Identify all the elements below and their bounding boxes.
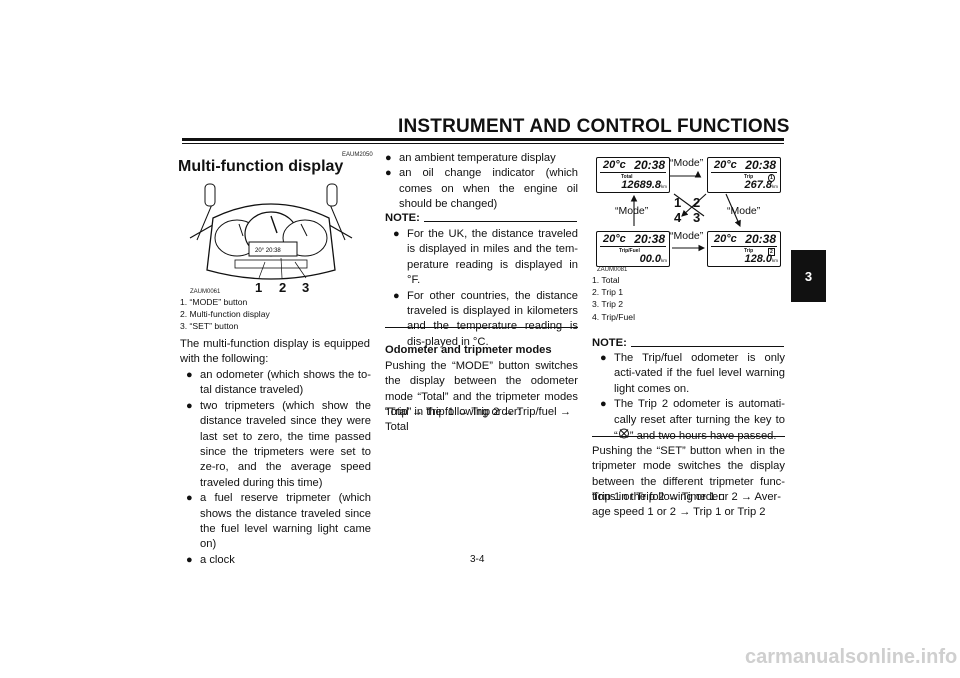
feature-list-continued: ●an ambient temperature display ●an oil … [385,151,578,213]
page-number: 3-4 [470,554,485,565]
list-item: ●an odometer (which shows the to-tal dis… [186,368,371,399]
bullet-icon: ● [600,398,607,411]
caption-item: 2. Multi-function display [180,309,270,320]
note-list: ●The Trip/fuel odometer is only acti-vat… [600,351,785,445]
mode-arrows [630,170,741,252]
bullet-icon: ● [600,352,607,364]
callout-3: 3 [302,280,310,295]
bullet-icon: ● [186,399,193,412]
list-item: ●an ambient temperature display [385,151,578,166]
callout-4: 4 [674,210,682,225]
lcd-total: 20°c 20:38 Total 12689.8 km [596,157,670,193]
subheading: Odometer and tripmeter modes [385,344,552,356]
bullet-icon: ● [393,228,400,240]
note-label: NOTE: [385,212,420,224]
lcd-trip1: 20°c 20:38 Trip 1 267.8 km [707,157,781,193]
handlebar-illustration: 20° 20:38 [189,183,353,280]
section-heading: Multi-function display [178,158,344,175]
callout-2: 2 [693,195,701,210]
set-sequence: Trip 1 or Trip 2 → Time 1 or 2 → Aver-ag… [592,491,781,519]
list-item: ●two tripmeters (which show the distance… [186,399,371,491]
header-rule-thin [182,143,784,144]
watermark: carmanualsonline.info [745,646,958,668]
note-end-rule [385,327,578,328]
caption-item: 1. Total [592,275,620,285]
figure-code: ZAUM0081 [597,267,628,273]
note-end-rule [592,436,785,437]
callout-1: 1 [255,280,263,295]
lcd-trip2: 20°c 20:38 Trip 2 128.0 km [707,231,781,267]
figure-code: ZAUM0061 [190,289,221,295]
caption-item: 4. Trip/Fuel [592,311,635,322]
callout-1: 1 [674,195,682,210]
list-item: ●a fuel reserve tripmeter (which shows t… [186,491,371,553]
mode-label: “Mode” [615,205,649,217]
mode-paragraph: Pushing the “MODE” button switches the d… [385,360,578,419]
list-item: ●a clock [186,553,371,568]
note-rule [424,221,577,222]
figure-captions: 1. “MODE” button 2. Multi-function displ… [180,296,270,333]
page-title: INSTRUMENT AND CONTROL FUNCTIONS [398,116,790,137]
caption-item: 1. “MODE” button [180,297,248,307]
bullet-icon: ● [186,492,193,505]
bullet-icon: ● [385,152,392,164]
note-label: NOTE: [592,337,627,349]
svg-text:20° 20:38: 20° 20:38 [255,248,281,254]
list-item: ●For other countries, the distance trave… [393,289,578,351]
callout-3: 3 [693,210,701,225]
note-list: ●For the UK, the distance traveled is di… [393,227,578,350]
note-rule [631,346,784,347]
bullet-icon: ● [385,167,392,180]
callout-2: 2 [279,280,287,295]
caption-item: 2. Trip 1 [592,287,624,298]
list-item: ●For the UK, the distance traveled is di… [393,227,578,289]
list-item: ●The Trip 2 odometer is automati-cally r… [600,397,785,444]
feature-list: ●an odometer (which shows the to-tal dis… [186,368,371,568]
list-item: ●an oil change indicator (which comes on… [385,166,578,212]
intro-paragraph: The multi-function display is equipped w… [180,338,370,366]
header-rule [182,138,784,141]
lcd-trip-fuel: 20°c 20:38 Trip/Fuel 00.0 km [596,231,670,267]
list-item: ●The Trip/fuel odometer is only acti-vat… [600,351,785,397]
bullet-icon: ● [393,289,400,302]
bullet-icon: ● [186,369,193,381]
mode-label: “Mode” [670,230,704,242]
mode-sequence: Total → Trip 1 → Trip 2 → Trip/fuel → To… [385,406,571,434]
section-code: EAUM2050 [342,152,373,158]
caption-item: 3. “SET” button [180,321,239,332]
bullet-icon: ● [186,553,193,566]
set-paragraph: Pushing the “SET” button when in the tri… [592,445,785,504]
mode-label: “Mode” [727,205,761,217]
mode-label: “Mode” [670,157,704,169]
caption-item: 3. Trip 2 [592,299,624,310]
handlebar-figure: 20° 20:38 [185,178,357,296]
figure-captions: 1. Total 2. Trip 1 3. Trip 2 4. Trip/Fue… [592,274,635,323]
chapter-tab[interactable]: 3 [791,250,826,302]
